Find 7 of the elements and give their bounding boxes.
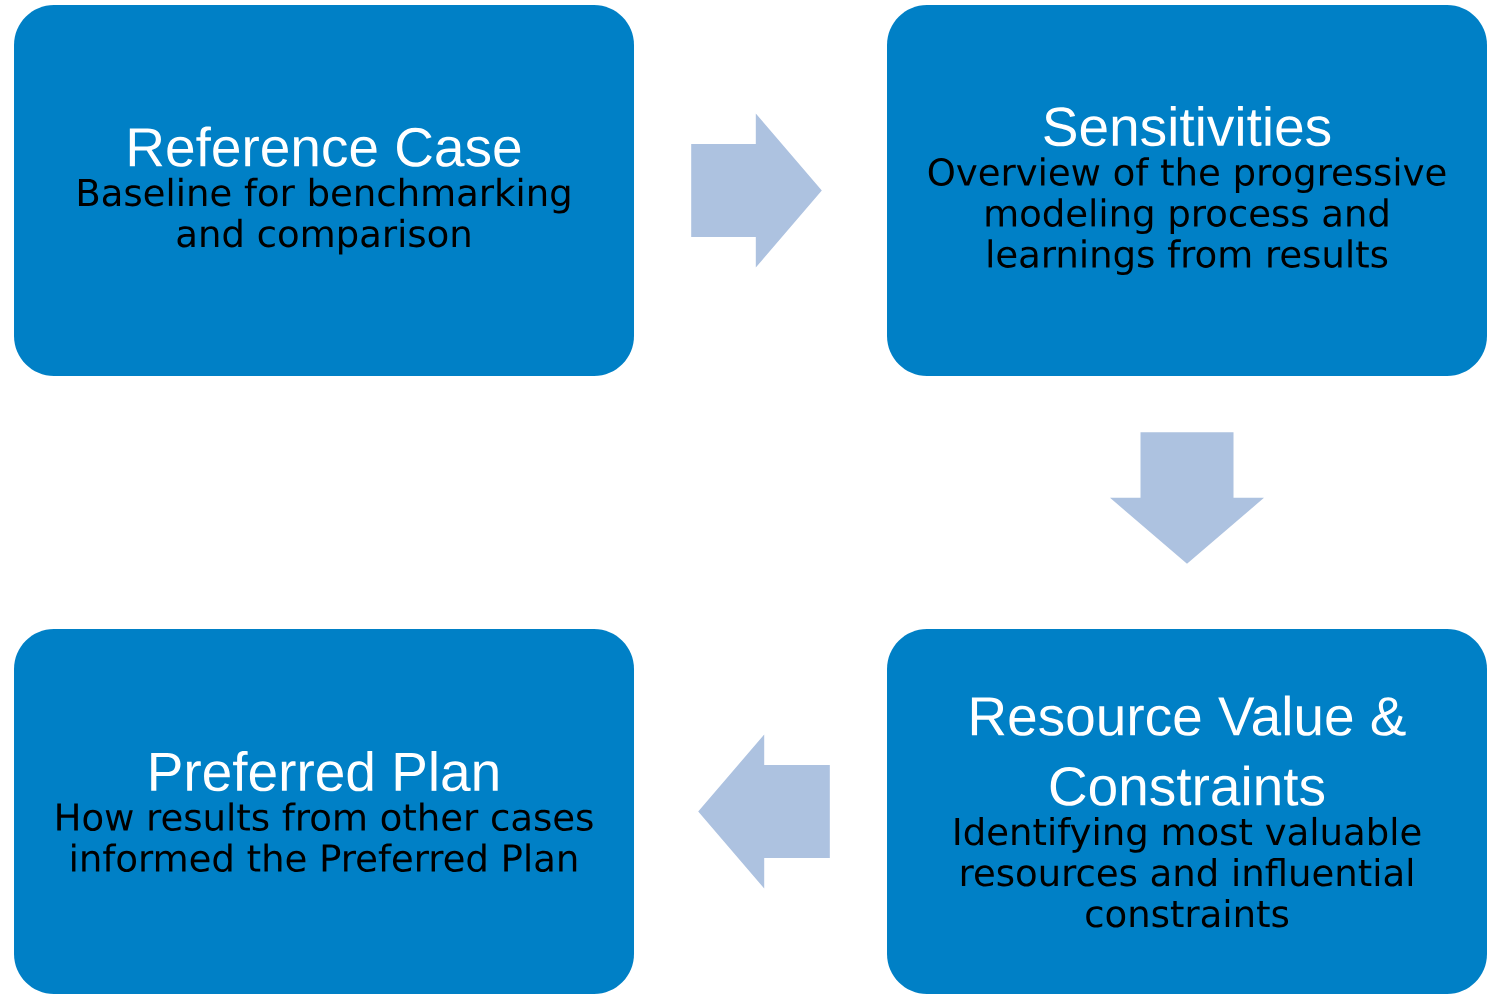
block-arrow (698, 734, 830, 889)
process-box: Sensitivities Overview of the progressive modeling process and learnings from results (887, 5, 1487, 376)
process-box: Resource Value & Constraints Identifying most valuable resources and influential constraints (887, 629, 1487, 994)
block-arrow (691, 113, 822, 268)
process-box: Reference Case Baseline for benchmarking and comparison (14, 5, 634, 376)
process-box: Preferred Plan How results from other cases informed the Preferred Plan (14, 629, 634, 994)
block-arrow (1110, 432, 1264, 564)
